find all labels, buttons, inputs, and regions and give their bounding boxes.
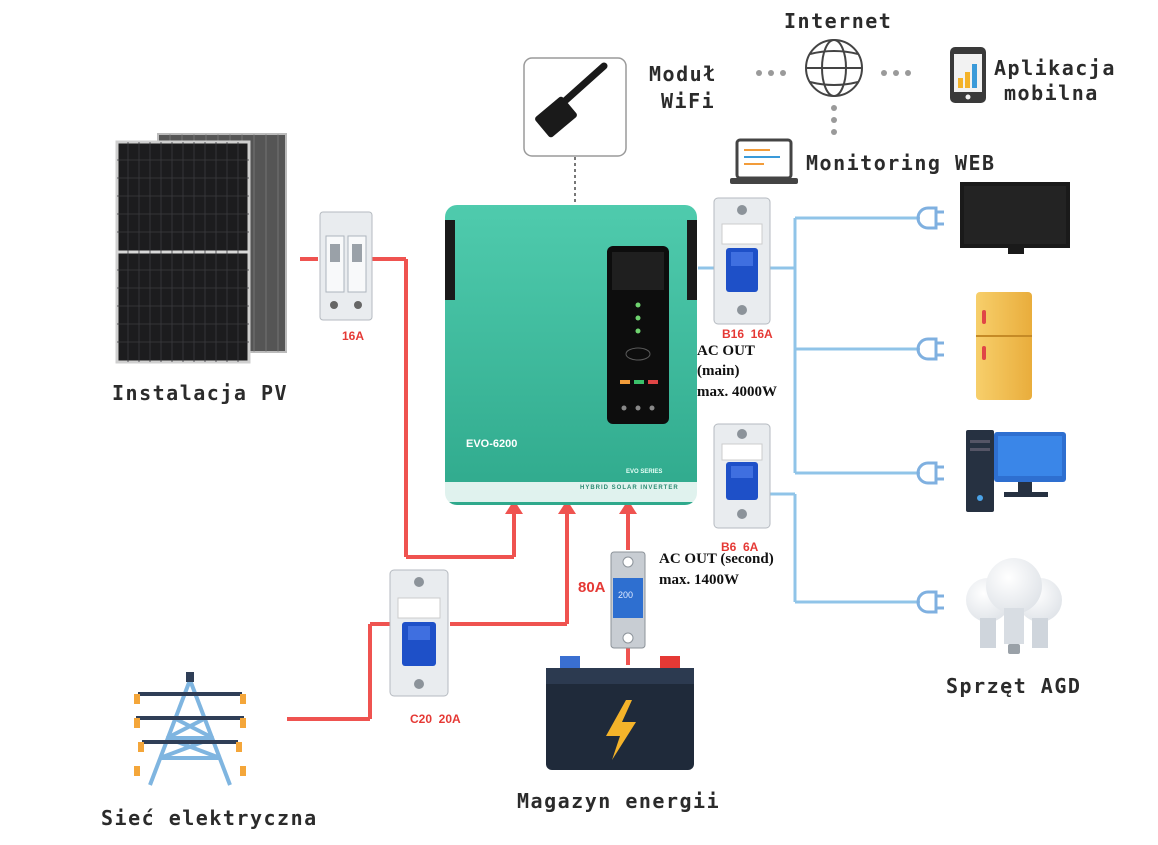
storage-label: Magazyn energii [517, 789, 721, 813]
smartphone-icon [950, 47, 986, 103]
wifi-module-label-line1: Moduł [649, 62, 717, 86]
breaker-icon [713, 423, 771, 529]
wifi-dongle-icon [523, 57, 627, 157]
mobile-app-label-line2: mobilna [1004, 81, 1099, 105]
ac-out-main-line2: (main) [697, 363, 740, 379]
mobile-app-label-line1: Aplikacja [994, 56, 1116, 80]
dotted-connectors [756, 70, 911, 135]
fuse-icon [319, 211, 373, 321]
battery-icon [546, 656, 694, 770]
grid-breaker-rating: C20 20A [410, 712, 461, 726]
fuse-icon [610, 551, 646, 649]
light-bulbs-icon [966, 558, 1062, 654]
desktop-computer-icon [966, 430, 1066, 512]
red-wiring [287, 257, 630, 721]
ac-out-main-line3: max. 4000W [697, 384, 777, 400]
transmission-tower-icon [134, 672, 246, 786]
inverter-series: EVO SERIES [626, 469, 663, 475]
inverter-subtitle: HYBRID SOLAR INVERTER [580, 485, 679, 491]
fridge-icon [976, 292, 1032, 400]
laptop-icon [730, 138, 798, 184]
pv-label: Instalacja PV [112, 381, 289, 405]
ac-out-second-line2: max. 1400W [659, 572, 739, 588]
inverter-model: EVO-6200 [466, 438, 518, 450]
appliances-label: Sprzęt AGD [946, 674, 1082, 698]
globe-icon [805, 39, 863, 97]
red-arrowheads [505, 500, 637, 514]
web-monitoring-label: Monitoring WEB [806, 151, 996, 175]
breaker-icon [713, 197, 771, 325]
plug-icon [916, 337, 944, 361]
main-breaker-rating: B16 16A [722, 327, 773, 341]
wifi-module-label-line2: WiFi [661, 89, 716, 113]
plug-icon [916, 461, 944, 485]
grid-label: Sieć elektryczna [101, 806, 318, 830]
solar-panel-icon [115, 133, 287, 364]
pv-fuse-rating: 16A [342, 329, 365, 343]
plug-icon [916, 590, 944, 614]
blue-wiring [698, 216, 920, 604]
fuse-body-text: 200 [618, 590, 634, 600]
ac-out-main-line1: AC OUT [697, 343, 755, 359]
plug-icon [916, 206, 944, 230]
inverter-icon [445, 205, 697, 505]
internet-label: Internet [784, 9, 893, 33]
tv-icon [960, 182, 1070, 254]
breaker-icon [389, 569, 449, 697]
second-breaker-rating: B6 6A [721, 540, 759, 554]
ac-out-second-line1: AC OUT (second) [659, 551, 774, 567]
battery-fuse-rating: 80A [578, 579, 606, 596]
